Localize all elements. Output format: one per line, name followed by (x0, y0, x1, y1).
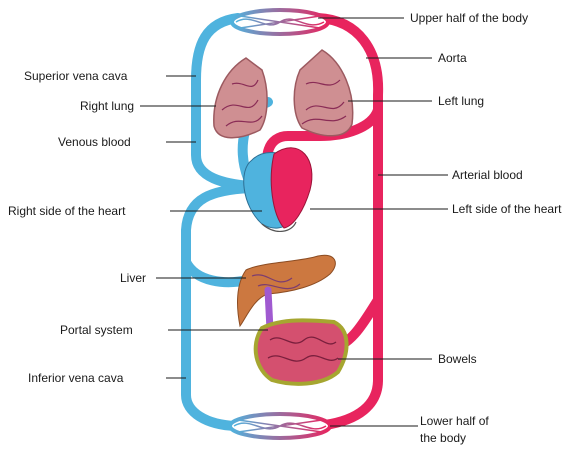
leader-lines (140, 17, 448, 427)
superior-vena-cava (191, 13, 255, 191)
label-right-lung: Right lung (80, 99, 135, 113)
label-upper-body: Upper half of the body (410, 11, 529, 25)
label-liver: Liver (120, 271, 147, 285)
label-lower-body-line1: Lower half of (420, 414, 489, 428)
upper-capillary-bed (230, 8, 330, 36)
label-inferior-vena-cava: Inferior vena cava (28, 371, 124, 385)
label-right-heart: Right side of the heart (8, 204, 126, 218)
label-bowels: Bowels (438, 352, 477, 366)
label-superior-vena-cava: Superior vena cava (24, 69, 128, 83)
label-portal-system: Portal system (60, 323, 133, 337)
bowels-shape (253, 318, 349, 386)
lower-capillary-bed (228, 412, 332, 440)
left-lung-shape (293, 49, 354, 137)
heart-shape (243, 147, 313, 232)
label-venous-blood: Venous blood (58, 135, 131, 149)
label-arterial-blood: Arterial blood (452, 168, 523, 182)
label-aorta: Aorta (438, 51, 467, 65)
label-lower-body-line2: the body (420, 431, 467, 445)
label-left-heart: Left side of the heart (452, 202, 562, 216)
right-lung-shape (213, 57, 268, 139)
aortic-arch (313, 13, 384, 430)
inferior-vena-cava (181, 183, 255, 431)
liver-shape (237, 254, 336, 328)
hepatic-vein (181, 257, 253, 288)
label-left-lung: Left lung (438, 94, 485, 108)
